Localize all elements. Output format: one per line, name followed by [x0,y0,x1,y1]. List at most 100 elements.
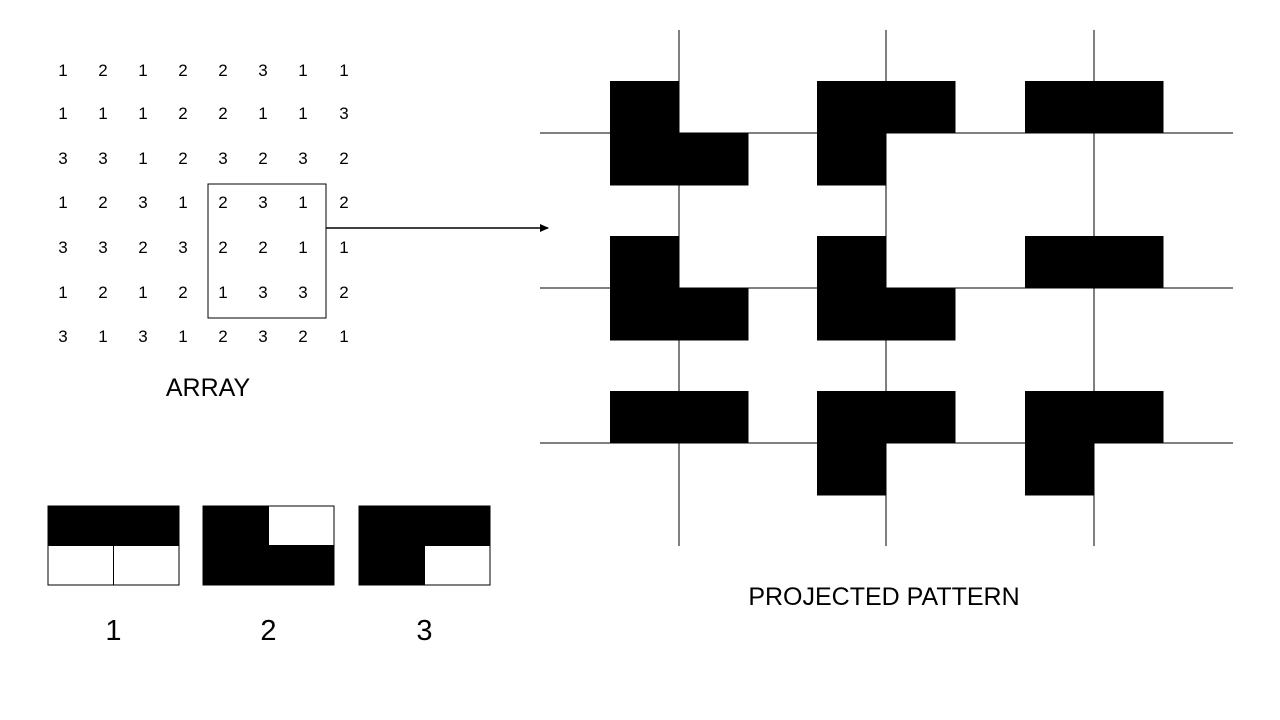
array-label: ARRAY [166,374,251,402]
pattern-1 [47,505,180,586]
projected-cell [679,288,749,341]
projected-block-2 [610,81,749,186]
projected-cell [817,391,887,444]
array-cell: 1 [258,104,267,123]
projected-cell [1025,236,1095,289]
projected-cell [610,288,680,341]
array-cell: 1 [138,149,147,168]
pattern-cell-filled [47,505,114,546]
pattern-3 [358,505,491,586]
array-cell: 2 [218,61,227,80]
array-cell: 1 [178,193,187,212]
array-cell: 1 [339,61,348,80]
pattern-cell-filled [202,545,269,586]
array-cell: 1 [58,61,67,80]
pattern-cell-empty [268,505,335,546]
array-cell: 2 [339,149,348,168]
array-cell: 3 [258,283,267,302]
pattern-cell-empty [424,545,491,586]
array-cell: 2 [98,61,107,80]
pattern-cell-filled [268,545,335,586]
array-cell: 2 [218,327,227,346]
array-cell: 2 [138,238,147,257]
array-cell: 1 [138,104,147,123]
projected-cell [610,133,680,186]
array-cell: 1 [58,104,67,123]
projected-cell [1094,81,1164,134]
array-cell: 1 [298,104,307,123]
array-cell: 3 [178,238,187,257]
array-cell: 2 [178,61,187,80]
array-cell: 3 [258,193,267,212]
projected-cell [679,391,749,444]
pattern-cell-filled [113,505,180,546]
pattern-label: 1 [105,615,121,647]
array-cell: 1 [98,104,107,123]
projected-cell [1025,81,1095,134]
projected-block-1 [1025,81,1164,134]
pattern-2 [202,505,335,586]
projected-block-3 [817,81,956,186]
array-cell: 3 [258,61,267,80]
projected-cell [610,391,680,444]
array-cell: 1 [138,61,147,80]
array-cell: 1 [58,283,67,302]
array-cell: 2 [339,283,348,302]
projected-cell [1025,443,1095,496]
pattern-cell-filled [358,545,425,586]
array-cell: 1 [339,327,348,346]
projected-cell [610,236,680,289]
array-cell: 3 [298,283,307,302]
array-cell: 2 [178,149,187,168]
projected-cell [886,81,956,134]
pattern-label: 2 [260,615,276,647]
array-cell: 3 [138,327,147,346]
array-cell: 3 [218,149,227,168]
projected-cell [679,133,749,186]
projected-cell [817,133,887,186]
array-cell: 3 [98,149,107,168]
projected-block-3 [817,391,956,496]
projected-cell [817,443,887,496]
array-cell: 2 [218,104,227,123]
array-cell: 2 [178,283,187,302]
pattern-cell-filled [424,505,491,546]
array-cell: 1 [98,327,107,346]
array-cell: 2 [258,238,267,257]
projected-pattern-label: PROJECTED PATTERN [748,583,1019,611]
array-cell: 1 [339,238,348,257]
projected-cell [1025,391,1095,444]
array-cell: 3 [138,193,147,212]
pattern-cell-filled [358,505,425,546]
pattern-key: 1 2 3 [47,505,491,647]
array-numbers: 1 2 1 2 2 3 1 1 1 1 1 2 2 1 1 3 3 3 1 2 3 2 3 2 1 2 3 1 2 3 1 2 3 3 2 3 2 2 1 1… [58,61,348,346]
projected-cell [1094,391,1164,444]
array-cell: 3 [339,104,348,123]
array-cell: 3 [58,327,67,346]
array-cell: 3 [58,238,67,257]
array-cell: 2 [258,149,267,168]
projected-block-2 [817,236,956,341]
array-cell: 2 [218,193,227,212]
projected-cell [817,288,887,341]
projected-cell [610,81,680,134]
array-cell: 2 [98,283,107,302]
pattern-cell-empty [113,545,180,586]
array-cell: 1 [138,283,147,302]
projected-cell [1094,236,1164,289]
projected-cell [886,288,956,341]
array-cell: 1 [218,283,227,302]
projected-cell [817,81,887,134]
pattern-cell-empty [47,545,114,586]
projected-cell [886,391,956,444]
array-cell: 1 [298,193,307,212]
array-cell: 2 [298,327,307,346]
array-cell: 1 [58,193,67,212]
pattern-label: 3 [416,615,432,647]
array-cell: 3 [298,149,307,168]
array-cell: 3 [98,238,107,257]
array-cell: 2 [218,238,227,257]
pattern-cell-filled [202,505,269,546]
array-cell: 3 [58,149,67,168]
